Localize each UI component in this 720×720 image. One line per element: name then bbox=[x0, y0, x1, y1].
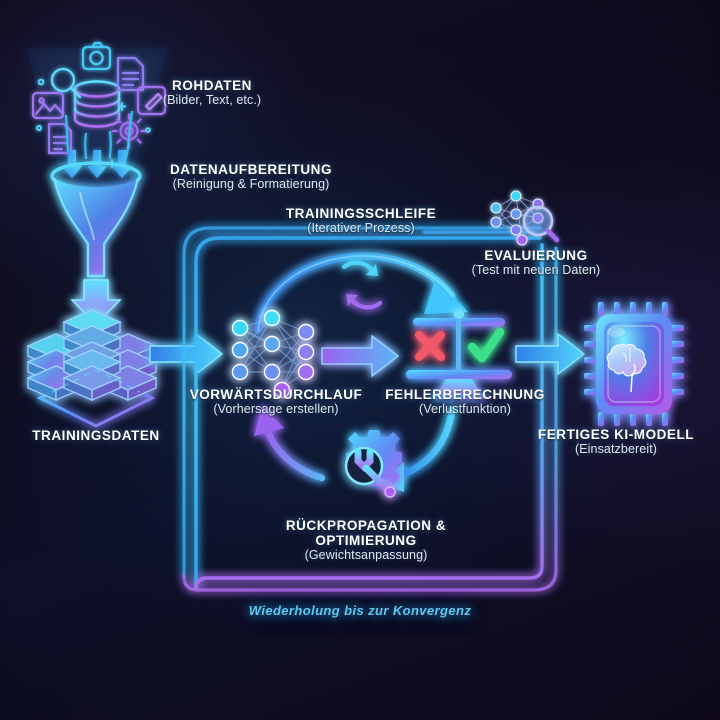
neural-network-icon bbox=[231, 309, 315, 399]
loss-title: FEHLERBERECHNUNG bbox=[385, 387, 545, 402]
loop-caption: Wiederholung bis zur Konvergenz bbox=[248, 603, 472, 618]
training-loop-title: TRAININGSSCHLEIFE bbox=[285, 206, 437, 221]
label-forward-pass: VORWÄRTSDURCHLAUF (Vorhersage erstellen) bbox=[175, 387, 377, 416]
arrow-prep-to-trainingdata bbox=[70, 279, 122, 326]
data-prep-title: DATENAUFBEREITUNG bbox=[169, 162, 333, 177]
raw-data-subtitle: (Bilder, Text, etc.) bbox=[162, 93, 262, 108]
training-data-title: TRAININGSDATEN bbox=[32, 428, 160, 443]
brain-chip-icon bbox=[584, 302, 684, 426]
data-sources-cluster-icon bbox=[31, 41, 167, 178]
label-backprop: RÜCKPROPAGATION & OPTIMIERUNG (Gewichtsa… bbox=[246, 518, 486, 562]
network-magnifier-icon bbox=[490, 190, 560, 246]
arc-backprop-to-forward bbox=[254, 406, 326, 482]
training-loop-frame bbox=[182, 226, 558, 592]
label-training-data: TRAININGSDATEN bbox=[0, 428, 192, 443]
backprop-title-line2: OPTIMIERUNG bbox=[315, 533, 417, 549]
label-raw-data: ROHDATEN (Bilder, Text, etc.) bbox=[102, 78, 322, 107]
gear-wrench-icon bbox=[344, 430, 402, 498]
database-stacks-icon bbox=[26, 309, 158, 428]
search-icon bbox=[522, 205, 560, 243]
raw-data-title: ROHDATEN bbox=[172, 78, 252, 93]
data-prep-subtitle: (Reinigung & Formatierung) bbox=[172, 177, 330, 192]
balance-scale-icon bbox=[406, 309, 512, 399]
label-final-model: FERTIGES KI-MODELL (Einsatzbereit) bbox=[512, 427, 720, 456]
arrow-trainingdata-to-forward bbox=[149, 332, 224, 376]
label-data-prep: DATENAUFBEREITUNG (Reinigung & Formatier… bbox=[116, 162, 386, 191]
forward-pass-subtitle: (Vorhersage erstellen) bbox=[213, 402, 339, 417]
arrow-loss-to-model bbox=[515, 332, 586, 376]
arrow-forward-to-loss bbox=[321, 334, 400, 378]
label-training-loop: TRAININGSSCHLEIFE (Iterativer Prozess) bbox=[243, 206, 479, 235]
training-loop-subtitle: (Iterativer Prozess) bbox=[307, 221, 415, 236]
evaluation-title: EVALUIERUNG bbox=[484, 248, 588, 263]
final-model-title: FERTIGES KI-MODELL bbox=[537, 427, 695, 442]
loss-subtitle: (Verlustfunktion) bbox=[418, 402, 512, 417]
backprop-title-line1: RÜCKPROPAGATION & bbox=[285, 518, 447, 533]
refresh-cycle-icon bbox=[341, 260, 383, 310]
label-evaluation: EVALUIERUNG (Test mit neuen Daten) bbox=[412, 248, 660, 277]
backprop-subtitle: (Gewichtsanpassung) bbox=[304, 548, 428, 563]
funnel-icon bbox=[50, 161, 142, 278]
label-loss: FEHLERBERECHNUNG (Verlustfunktion) bbox=[362, 387, 568, 416]
evaluation-subtitle: (Test mit neuen Daten) bbox=[471, 263, 601, 278]
forward-pass-title: VORWÄRTSDURCHLAUF bbox=[189, 387, 363, 402]
arc-forward-to-eval bbox=[254, 252, 468, 334]
final-model-subtitle: (Einsatzbereit) bbox=[574, 442, 658, 457]
